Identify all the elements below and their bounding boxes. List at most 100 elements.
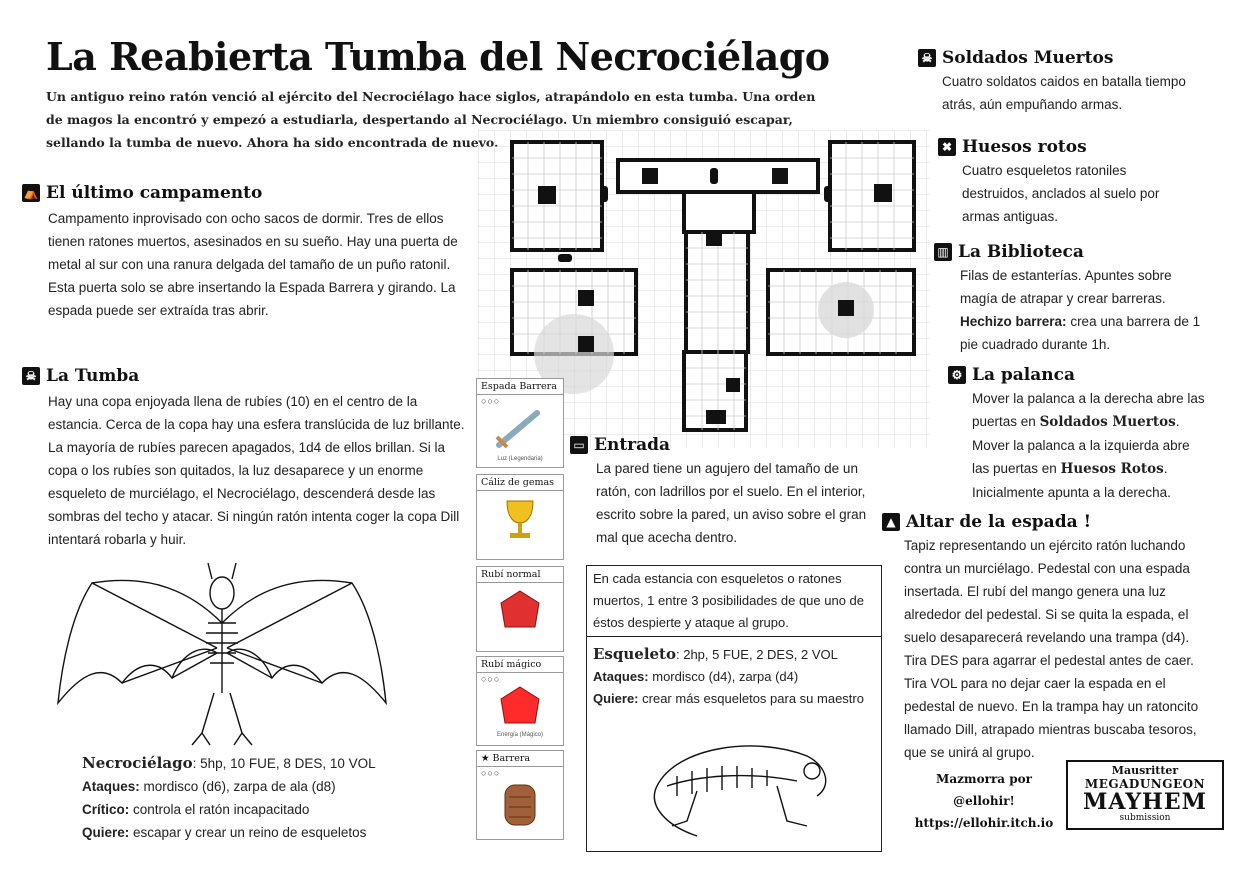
card-title: Rubí normal <box>477 567 563 583</box>
spell-label: Hechizo barrera: <box>960 314 1067 329</box>
chalice-icon <box>506 500 534 538</box>
palanca-line2: . Mover la palanca a la izquierda abre l… <box>972 414 1190 476</box>
logo-middle: MEGADUNGEON <box>1084 777 1206 791</box>
section-altar: ▲ Altar de la espada! Tapiz representand… <box>882 512 1212 764</box>
sword-icon <box>495 410 540 449</box>
necro-wants-label: Quiere: <box>82 825 130 840</box>
section-title: ▭ Entrada <box>570 435 880 455</box>
necro-stats: Necrociélago: 5hp, 10 FUE, 8 DES, 10 VOL… <box>82 752 442 844</box>
necro-critical: controla el ratón incapacitado <box>133 802 310 817</box>
necro-name: Necrociélago <box>82 754 193 772</box>
necro-attacks-label: Ataques: <box>82 779 140 794</box>
esqueleto-wants-label: Quiere: <box>593 691 639 706</box>
palanca-text: Mover la palanca a la derecha abre las p… <box>972 387 1207 504</box>
magic-ruby-icon <box>500 686 540 724</box>
section-soldados: ☠ Soldados Muertos Cuatro soldatos caido… <box>918 48 1218 116</box>
tumba-title: La Tumba <box>46 366 140 386</box>
barrier-icon <box>504 784 536 826</box>
lever-icon: ⚙ <box>948 366 966 384</box>
esqueleto-box: En cada estancia con esqueletos o ratone… <box>586 565 882 852</box>
campamento-title: El último campamento <box>46 183 263 203</box>
section-biblioteca: ▥ La Biblioteca Filas de estanterías. Ap… <box>934 242 1214 356</box>
esqueleto-stat-line: : 2hp, 5 FUE, 2 DES, 2 VOL <box>676 647 838 662</box>
palanca-line1: Mover la palanca a la derecha abre las p… <box>972 391 1205 429</box>
logo-bottom: submission <box>1119 813 1171 823</box>
card-subtitle: Luz (Legendaria) <box>497 456 543 462</box>
intro-text: Un antiguo reino ratón venció al ejércit… <box>46 89 816 150</box>
page-title: La Reabierta Tumba del Necrociélago <box>46 34 830 79</box>
necro-stat-line: : 5hp, 10 FUE, 8 DES, 10 VOL <box>192 756 376 771</box>
logo-top: Mausritter <box>1111 764 1179 777</box>
altar-mark: ! <box>1083 512 1092 532</box>
dungeon-map <box>478 130 930 448</box>
section-campamento: ⛺ El último campamento Campamento inprov… <box>22 183 462 322</box>
campamento-text: Campamento inprovisado con ocho sacos de… <box>48 211 458 318</box>
section-tumba: ☠ La Tumba Hay una copa enjoyada llena d… <box>22 366 472 551</box>
section-title: ☠ Soldados Muertos <box>918 48 1218 68</box>
mausritter-logo: Mausritter MEGADUNGEON MAYHEM submission <box>1066 760 1224 830</box>
esqueleto-attacks: mordisco (d4), zarpa (d4) <box>652 669 799 684</box>
section-title: ▲ Altar de la espada! <box>882 512 1212 532</box>
necro-wants: escapar y crear un reino de esqueletos <box>133 825 367 840</box>
item-card[interactable]: ★ Barrera ○○○ <box>476 750 564 840</box>
tumba-text: Hay una copa enjoyada llena de rubíes (1… <box>48 394 465 547</box>
section-title: ⚙ La palanca <box>948 365 1208 385</box>
card-title: Espada Barrera <box>477 379 563 395</box>
palanca-title: La palanca <box>972 365 1075 385</box>
soldados-text: Cuatro soldatos caidos en batalla tiempo… <box>942 74 1186 112</box>
bones-icon: ✖ <box>938 138 956 156</box>
credits: Mazmorra por @ellohir! https://ellohir.i… <box>904 768 1064 834</box>
biblioteca-title: La Biblioteca <box>958 242 1084 262</box>
card-title: ★ Barrera <box>477 751 563 767</box>
card-title: Cáliz de gemas <box>477 475 563 491</box>
card-subtitle: Energía (Mágico) <box>496 732 544 738</box>
card-pips: ○○○ <box>481 768 501 778</box>
esqueleto-name: Esqueleto <box>593 645 676 663</box>
altar-text: Tapiz representando un ejército ratón lu… <box>904 538 1199 760</box>
biblioteca-desc: Filas de estanterías. Apuntes sobre magí… <box>960 268 1172 306</box>
logo-main: MAYHEM <box>1083 789 1207 815</box>
section-title: ✖ Huesos rotos <box>938 137 1188 157</box>
spell-text: crea una barrera de 1 pie cuadrado duran… <box>960 314 1201 352</box>
esqueleto-wants: crear más esqueletos para su maestro <box>642 691 864 706</box>
item-card[interactable]: Rubí normal <box>476 566 564 652</box>
entrada-title: Entrada <box>594 435 671 455</box>
section-title: ☠ La Tumba <box>22 366 472 386</box>
section-title: ▥ La Biblioteca <box>934 242 1214 262</box>
card-pips: ○○○ <box>481 396 501 406</box>
credits-author: Mazmorra por @ellohir! <box>936 772 1032 808</box>
section-entrada: ▭ Entrada La pared tiene un agujero del … <box>570 435 880 549</box>
huesos-title: Huesos rotos <box>962 137 1087 157</box>
credits-link[interactable]: https://ellohir.itch.io <box>914 816 1054 830</box>
section-palanca: ⚙ La palanca Mover la palanca a la derec… <box>948 365 1208 504</box>
rat-skeleton-illustration <box>637 726 837 841</box>
ruby-icon <box>500 590 540 628</box>
palanca-ref-huesos: Huesos Rotos <box>1060 461 1164 477</box>
altar-icon: ▲ <box>882 513 900 531</box>
huesos-text: Cuatro esqueletos ratoniles destruidos, … <box>962 163 1160 224</box>
esqueleto-stats: Esqueleto: 2hp, 5 FUE, 2 DES, 2 VOL Ataq… <box>587 637 881 716</box>
esqueleto-note: En cada estancia con esqueletos o ratone… <box>587 566 881 637</box>
altar-title: Altar de la espada <box>906 512 1078 532</box>
palanca-ref-soldados: Soldados Muertos <box>1039 414 1176 430</box>
item-card[interactable]: Espada Barrera ○○○ Luz (Legendaria) <box>476 378 564 468</box>
entrada-text: La pared tiene un agujero del tamaño de … <box>596 461 867 545</box>
necro-attacks: mordisco (d6), zarpa de ala (d8) <box>143 779 336 794</box>
item-card[interactable]: Rubí mágico ○○○ Energía (Mágico) <box>476 656 564 746</box>
item-card[interactable]: Cáliz de gemas <box>476 474 564 560</box>
necro-critical-label: Crítico: <box>82 802 130 817</box>
bat-skeleton-illustration <box>52 553 392 749</box>
palanca-line3: . Inicialmente apunta a la derecha. <box>972 461 1171 500</box>
bookshelf-icon: ▥ <box>934 243 952 261</box>
skull-icon: ☠ <box>918 49 936 67</box>
esqueleto-attacks-label: Ataques: <box>593 669 649 684</box>
biblioteca-text: Filas de estanterías. Apuntes sobre magí… <box>960 264 1210 356</box>
soldados-title: Soldados Muertos <box>942 48 1114 68</box>
section-huesos: ✖ Huesos rotos Cuatro esqueletos ratonil… <box>938 137 1188 228</box>
card-title: Rubí mágico <box>477 657 563 673</box>
bat-skull-icon: ☠ <box>22 367 40 385</box>
door-icon: ▭ <box>570 436 588 454</box>
card-pips: ○○○ <box>481 674 501 684</box>
section-title: ⛺ El último campamento <box>22 183 462 203</box>
campfire-icon: ⛺ <box>22 184 40 202</box>
